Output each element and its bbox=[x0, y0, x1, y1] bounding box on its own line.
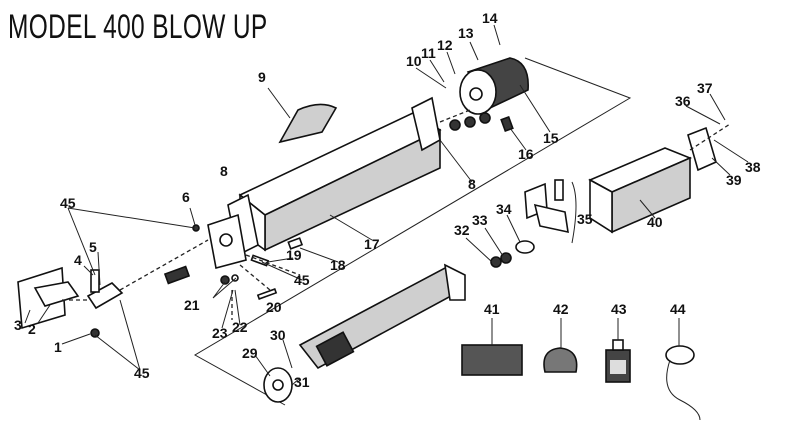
callout-31: 31 bbox=[294, 374, 310, 390]
assembly-outline-upper bbox=[193, 57, 632, 406]
callout-38: 38 bbox=[745, 159, 761, 175]
callout-8-front: 8 bbox=[220, 163, 228, 179]
callout-40: 40 bbox=[647, 214, 663, 230]
nut-1-part bbox=[90, 328, 100, 338]
callout-37: 37 bbox=[697, 80, 713, 96]
callout-16: 16 bbox=[518, 146, 534, 162]
bracket-35-part bbox=[524, 179, 569, 234]
main-tube-part bbox=[238, 111, 442, 252]
nut-21-part bbox=[220, 275, 230, 285]
callout-3: 3 bbox=[14, 317, 22, 333]
cover-part bbox=[278, 103, 338, 144]
callout-36: 36 bbox=[675, 93, 691, 109]
spring-part bbox=[163, 265, 191, 285]
rod-end-part bbox=[515, 240, 535, 254]
callout-29: 29 bbox=[242, 345, 258, 361]
rear-tube-part bbox=[588, 147, 693, 234]
assembly-axis bbox=[62, 109, 731, 320]
label-18-part bbox=[287, 237, 304, 250]
callout-45-bottom: 45 bbox=[134, 365, 150, 381]
callout-2: 2 bbox=[28, 321, 36, 337]
callout-32: 32 bbox=[454, 222, 470, 238]
callout-20: 20 bbox=[266, 299, 282, 315]
callout-15: 15 bbox=[543, 130, 559, 146]
callout-1: 1 bbox=[54, 339, 62, 355]
bracket-brace bbox=[571, 181, 577, 244]
callout-11: 11 bbox=[421, 45, 436, 61]
motor-part bbox=[459, 57, 529, 115]
front-head-part bbox=[207, 213, 247, 269]
leader-lines bbox=[24, 24, 749, 386]
callout-9: 9 bbox=[258, 69, 266, 85]
callout-45-mid: 45 bbox=[294, 272, 310, 288]
callout-43: 43 bbox=[611, 301, 627, 317]
callout-5: 5 bbox=[89, 239, 97, 255]
callout-10: 10 bbox=[406, 53, 422, 69]
screw-20-part bbox=[256, 288, 278, 300]
accessory-leaders bbox=[491, 318, 680, 348]
callout-21: 21 bbox=[184, 297, 200, 313]
piston-rod-part bbox=[263, 263, 466, 403]
item-41-pad bbox=[461, 344, 523, 376]
gear-set-part bbox=[449, 112, 491, 131]
item-42-bag bbox=[543, 347, 578, 373]
washer-part bbox=[490, 256, 502, 268]
callout-4: 4 bbox=[74, 252, 82, 268]
callout-22: 22 bbox=[232, 319, 248, 335]
clevis-part bbox=[86, 269, 124, 310]
callout-41: 41 bbox=[484, 301, 500, 317]
wall-plate-part bbox=[17, 266, 80, 330]
callout-44: 44 bbox=[670, 301, 686, 317]
callout-23: 23 bbox=[212, 325, 228, 341]
item-43-oil-bottle bbox=[605, 339, 631, 383]
callout-14: 14 bbox=[482, 10, 498, 26]
callout-8-rear: 8 bbox=[468, 176, 476, 192]
callout-39: 39 bbox=[726, 172, 742, 188]
callout-17: 17 bbox=[364, 236, 380, 252]
callout-12: 12 bbox=[437, 37, 453, 53]
callout-35: 35 bbox=[577, 211, 593, 227]
item-44-capacitor bbox=[665, 345, 701, 421]
callout-19: 19 bbox=[286, 247, 302, 263]
callout-13: 13 bbox=[458, 25, 474, 41]
nut-part bbox=[500, 252, 512, 264]
screw-16-part bbox=[500, 115, 514, 133]
callout-45-top: 45 bbox=[60, 195, 76, 211]
callout-6: 6 bbox=[182, 189, 190, 205]
callout-42: 42 bbox=[553, 301, 569, 317]
callout-34: 34 bbox=[496, 201, 512, 217]
diagram-title: MODEL 400 BLOW UP bbox=[8, 8, 268, 46]
washer-21-part bbox=[231, 274, 239, 282]
callout-33: 33 bbox=[472, 212, 488, 228]
callout-30: 30 bbox=[270, 327, 286, 343]
callout-18: 18 bbox=[330, 257, 346, 273]
callout-labels: 1 2 3 4 5 6 8 8 9 10 11 12 13 14 15 16 1… bbox=[14, 10, 761, 390]
